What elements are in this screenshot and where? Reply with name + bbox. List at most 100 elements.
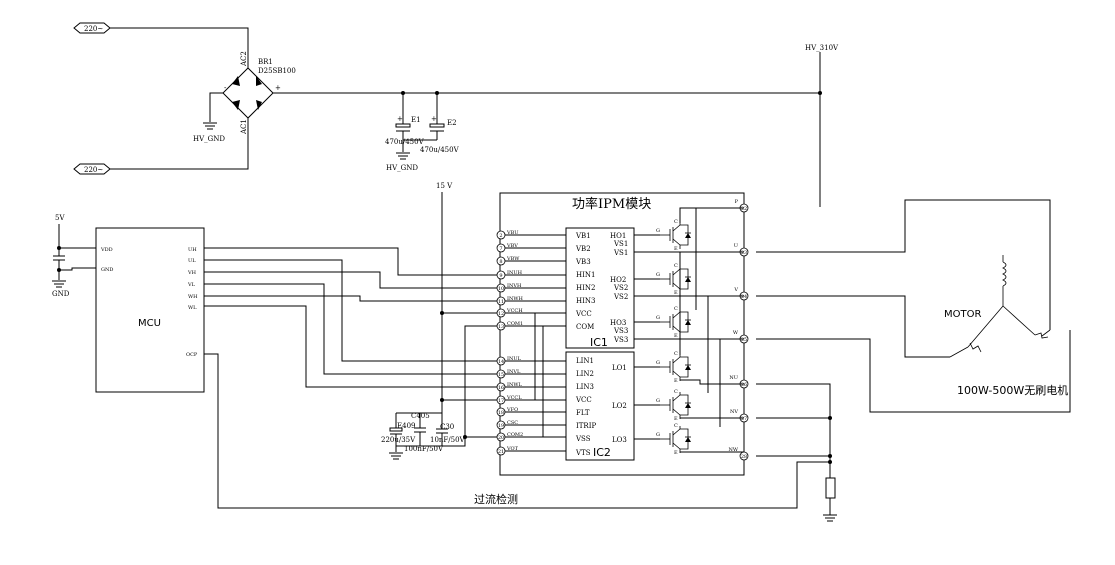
e2-ref: E2 <box>447 119 457 127</box>
gnd-symbol-shunt <box>823 514 837 522</box>
junction-vcch <box>440 311 444 315</box>
ac-input-bottom-port: 220~ <box>73 163 111 175</box>
hv-gnd-bridge-label: HV_GND <box>193 135 225 143</box>
ic1-pin-vb2: VB2 <box>575 245 591 253</box>
ipm-pin-name: U <box>734 243 738 249</box>
igbt-6: GCE <box>656 423 691 456</box>
ipm-pin-w: 25W <box>733 330 749 344</box>
ic2-pin-lin3: LIN3 <box>576 383 594 391</box>
igbt-emitter-label: E <box>674 290 678 296</box>
ipm-pin-number: 2 <box>499 233 502 239</box>
ac-wire-bottom <box>110 118 249 170</box>
ic1-pin-com: COM <box>576 323 594 331</box>
mcu-pin-vl: VL <box>187 282 196 288</box>
decoupling-cap-5v <box>53 248 65 280</box>
bridge-neg-wire <box>209 92 223 122</box>
ic1-pin-hin1: HIN1 <box>576 271 595 279</box>
ipm-pin-number: 12 <box>498 311 504 317</box>
ic1-pin-vs1a: VS1 <box>613 240 628 248</box>
ipm-pin-name: P <box>735 199 739 205</box>
ipm-pin-number: 23 <box>741 250 747 256</box>
ic1-pin-vs2b: VS2 <box>613 293 628 301</box>
igbt-collector-label: C <box>674 351 678 357</box>
junction-vccl <box>440 398 444 402</box>
wire-wh <box>204 295 500 302</box>
igbt-2: GCE <box>656 263 691 296</box>
motor-symbol: MOTOR 100W-500W无刷电机 <box>944 255 1068 397</box>
ac-input-top-label: 220~ <box>84 25 103 33</box>
ipm-pin-name: NU <box>729 375 738 381</box>
ipm-pin-number: 28 <box>741 454 747 460</box>
ic2-pin-vss: VSS <box>575 435 591 443</box>
ic2-pin-itrip: ITRIP <box>576 422 596 430</box>
ipm-pin-name: INWL <box>507 382 522 388</box>
c30-value: 10nF/50V <box>430 436 466 444</box>
ic1-pin-vs3b: VS3 <box>613 336 628 344</box>
igbt-3: GCE <box>656 306 691 339</box>
wire-ul <box>204 259 500 362</box>
bridge-minus-label: - <box>224 84 227 92</box>
hv-bus-label: HV_310V <box>805 44 839 52</box>
c405-value: 100nF/50V <box>404 445 444 453</box>
mcu-pin-wh: WH <box>188 294 198 300</box>
ipm-pin-p: 22P <box>735 199 749 213</box>
hv-gnd-symbol-bridge: HV_GND <box>193 122 225 143</box>
ic2-pin-lo1: LO1 <box>612 364 627 372</box>
ipm-pin-u: 23U <box>734 243 749 257</box>
ic1-pin-vcc: VCC <box>575 310 592 318</box>
igbt-gate-label: G <box>656 398 660 404</box>
ipm-pin-number: 15 <box>498 372 504 378</box>
ipm-pin-number: 8 <box>499 259 502 265</box>
ipm-pin-name: INVL <box>507 369 521 375</box>
e2-value: 470u/450V <box>420 146 460 154</box>
mcu-pin-ocp: OCP <box>186 352 198 358</box>
junction-bus <box>818 91 822 95</box>
ipm-pin-number: 21 <box>498 449 504 455</box>
ic1-pin-hin3: HIN3 <box>576 297 595 305</box>
ic1-pin-vb3: VB3 <box>575 258 591 266</box>
ipm-pin-v: 24V <box>733 287 749 301</box>
ipm-pin-number: 22 <box>741 206 747 212</box>
ipm-pin-name: VBU <box>506 230 519 236</box>
ipm-pin-name: W <box>733 330 739 336</box>
wire-wl <box>204 305 500 388</box>
ipm-pin-name: VCCH <box>506 308 523 314</box>
igbt-collector-label: C <box>674 389 678 395</box>
mcu-block: MCU VDD GND UH UL VH VL WH WL OCP <box>95 227 205 393</box>
ipm-pin-number: 20 <box>498 435 504 441</box>
ic1-pin-vs2a: VS2 <box>613 284 628 292</box>
igbt-5: GCE <box>656 389 691 422</box>
ic1-label: IC1 <box>590 336 608 349</box>
hv-gnd-symbol-caps: HV_GND <box>386 152 418 172</box>
junction-nv <box>828 416 832 420</box>
ipm-title: 功率IPM模块 <box>572 196 651 212</box>
mcu-name: MCU <box>138 318 161 329</box>
ipm-pin-name: VCCL <box>506 395 522 401</box>
overcurrent-label: 过流检测 <box>474 492 518 506</box>
ic1-body <box>565 227 635 349</box>
ipm-internal-left-wiring <box>505 234 566 452</box>
gnd-label: GND <box>52 290 70 298</box>
ic1-pin-hin2: HIN2 <box>576 284 595 292</box>
shunt-resistor <box>825 477 836 499</box>
ic2-pin-lo2: LO2 <box>612 402 627 410</box>
ipm-pin-name: COM1 <box>507 321 523 327</box>
ipm-pin-number: 18 <box>498 410 504 416</box>
ipm-pin-number: 7 <box>499 246 502 252</box>
ac-input-bottom-label: 220~ <box>84 166 103 174</box>
igbt-emitter-label: E <box>674 246 678 252</box>
bridge-part: D25SB100 <box>258 67 296 75</box>
mcu-pin-wl: WL <box>188 305 197 311</box>
ipm-pin-name: COM2 <box>507 432 523 438</box>
ipm-pin-number: 9 <box>499 273 502 279</box>
hv-gnd-caps-label: HV_GND <box>386 164 418 172</box>
ic2-pin-vts: VTS <box>575 449 591 457</box>
gnd-symbol-5v: GND <box>52 280 70 298</box>
v5-label: 5V <box>55 214 65 222</box>
igbt-collector-label: C <box>674 306 678 312</box>
igbt-collector-label: C <box>674 423 678 429</box>
ic2-pin-vcc: VCC <box>575 396 592 404</box>
